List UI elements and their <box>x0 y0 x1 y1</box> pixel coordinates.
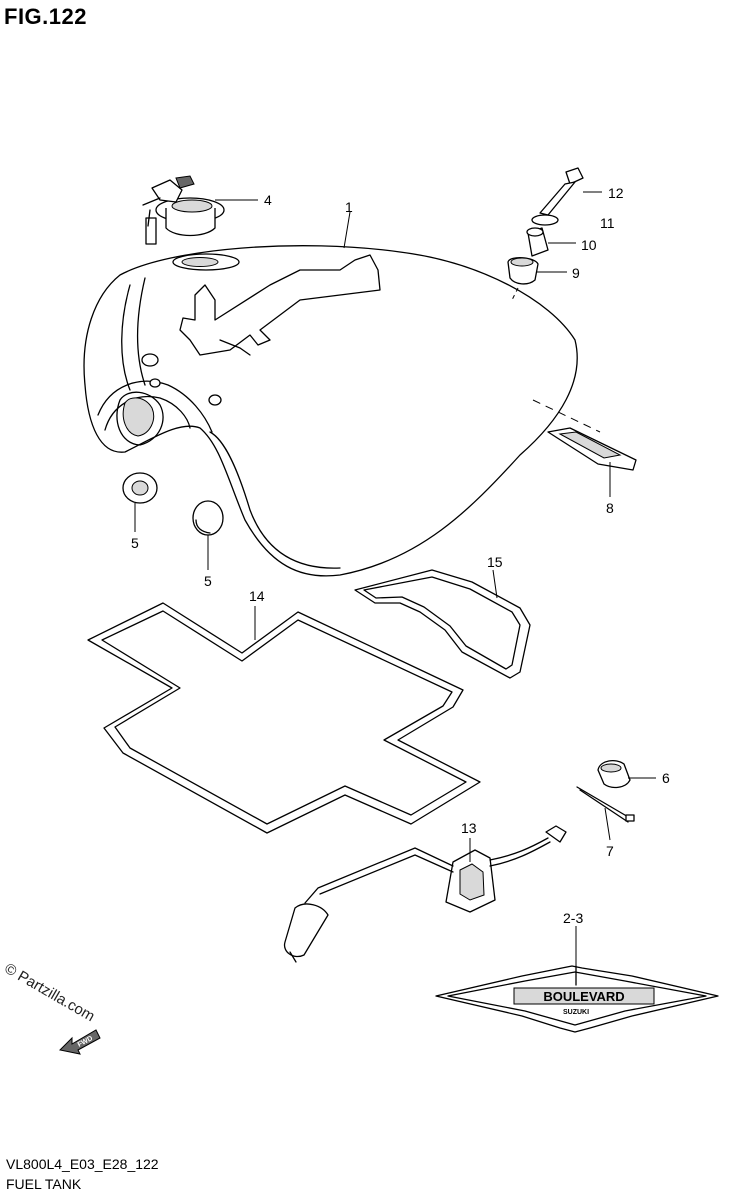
fuel-level-gauge[interactable] <box>283 825 567 963</box>
callout-5b: 5 <box>204 573 212 589</box>
callout-15: 15 <box>487 554 503 570</box>
diagram-caption: FUEL TANK <box>6 1176 82 1192</box>
emblem-text: BOULEVARD <box>543 989 624 1004</box>
callout-12: 12 <box>608 185 624 201</box>
fuel-cap[interactable] <box>142 175 225 245</box>
leader-lines <box>134 191 656 966</box>
callout-1: 1 <box>345 199 353 215</box>
mount-bolt-stack[interactable] <box>507 167 584 301</box>
callout-6: 6 <box>662 770 670 786</box>
callout-14: 14 <box>249 588 265 604</box>
cushion-lower[interactable] <box>192 500 224 536</box>
callout-4: 4 <box>264 192 272 208</box>
callout-13: 13 <box>461 820 477 836</box>
fwd-arrow: FWD <box>58 1029 101 1055</box>
boulevard-emblem[interactable]: BOULEVARD SUZUKI <box>435 965 719 1033</box>
emblem-subtext: SUZUKI <box>563 1009 589 1016</box>
callout-numbers: 1 4 12 11 10 9 5 5 8 14 15 6 7 13 2-3 <box>131 185 670 926</box>
hose-clamp[interactable] <box>597 759 631 789</box>
tank-gasket[interactable] <box>87 602 481 834</box>
callout-9: 9 <box>572 265 580 281</box>
rear-gasket[interactable] <box>354 569 531 679</box>
fwd-label: FWD <box>77 1035 94 1049</box>
callout-5a: 5 <box>131 535 139 551</box>
diagram-code: VL800L4_E03_E28_122 <box>6 1156 159 1172</box>
callout-7: 7 <box>606 843 614 859</box>
cushion-upper[interactable] <box>122 472 158 504</box>
callout-2-3: 2-3 <box>563 910 583 926</box>
callout-10: 10 <box>581 237 597 253</box>
cable-tie[interactable] <box>576 786 635 823</box>
figure-title: FIG.122 <box>4 4 87 29</box>
callout-8: 8 <box>606 500 614 516</box>
callout-11: 11 <box>600 215 615 231</box>
fuel-tank[interactable] <box>83 245 578 577</box>
rear-mount-bracket[interactable] <box>532 399 637 471</box>
